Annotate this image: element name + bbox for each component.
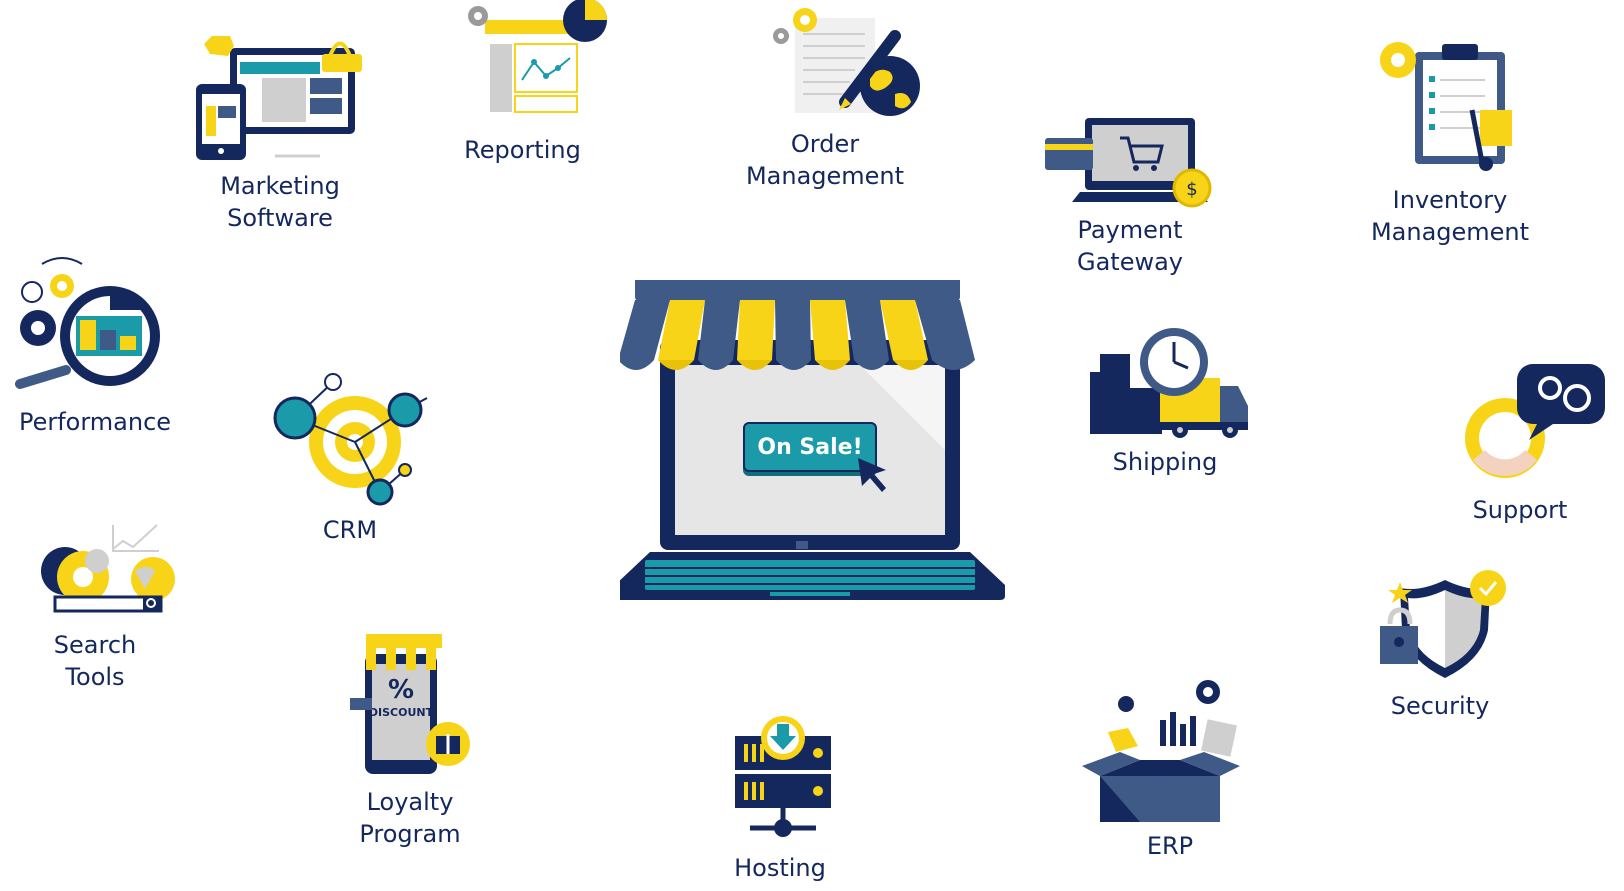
storefront-laptop: On Sale! bbox=[615, 275, 1040, 615]
node-label: Inventory Management bbox=[1370, 186, 1530, 246]
inventory-management-icon bbox=[1380, 42, 1512, 171]
node-label: Security bbox=[1390, 692, 1490, 720]
node-label: Shipping bbox=[1112, 448, 1218, 476]
loyalty-program-icon: % DISCOUNT bbox=[350, 634, 470, 774]
node-label: CRM bbox=[322, 516, 378, 544]
discount-caption: DISCOUNT bbox=[369, 706, 434, 719]
node-security: Security bbox=[1340, 570, 1540, 722]
storefront-laptop-icon bbox=[615, 275, 1005, 600]
node-reporting: Reporting bbox=[430, 0, 615, 166]
order-management-icon bbox=[773, 8, 920, 116]
node-label: Marketing Software bbox=[220, 172, 340, 232]
sale-badge[interactable]: On Sale! bbox=[743, 422, 877, 472]
node-marketing-software: Marketing Software bbox=[180, 26, 380, 234]
performance-icon bbox=[15, 257, 160, 389]
hosting-icon bbox=[735, 716, 831, 837]
node-label: Support bbox=[1472, 496, 1568, 524]
security-icon bbox=[1380, 570, 1506, 678]
node-label: Reporting bbox=[464, 136, 581, 164]
node-label: Loyalty Program bbox=[359, 788, 461, 848]
node-loyalty-program: % DISCOUNT Loyalty Program bbox=[310, 626, 510, 850]
node-label: ERP bbox=[1146, 832, 1194, 860]
node-search-tools: Search Tools bbox=[0, 505, 190, 693]
sale-badge-text: On Sale! bbox=[757, 434, 863, 460]
node-label: Performance bbox=[18, 408, 172, 436]
cursor-arrow-icon bbox=[858, 458, 886, 492]
node-shipping: Shipping bbox=[1070, 322, 1260, 478]
node-performance: Performance bbox=[0, 250, 190, 438]
node-label: Order Management bbox=[745, 130, 905, 190]
discount-percent: % bbox=[388, 675, 414, 705]
node-support: Support bbox=[1420, 360, 1620, 526]
crm-icon bbox=[273, 373, 428, 506]
svg-text:$: $ bbox=[1186, 179, 1197, 200]
payment-gateway-icon: $ bbox=[1045, 118, 1212, 208]
node-hosting: Hosting bbox=[680, 716, 880, 884]
node-label: Hosting bbox=[734, 854, 826, 882]
search-tools-icon bbox=[41, 524, 175, 613]
node-payment-gateway: $ Payment Gateway bbox=[1030, 110, 1230, 278]
support-icon bbox=[1465, 364, 1605, 478]
reporting-icon bbox=[468, 0, 607, 113]
marketing-software-icon bbox=[196, 36, 362, 160]
node-crm: CRM bbox=[260, 373, 440, 546]
node-label: Search Tools bbox=[53, 631, 137, 691]
shipping-icon bbox=[1090, 328, 1248, 438]
erp-icon bbox=[1082, 680, 1240, 822]
node-label: Payment Gateway bbox=[1076, 216, 1184, 276]
node-inventory-management: Inventory Management bbox=[1350, 30, 1550, 248]
node-erp: ERP bbox=[1070, 676, 1270, 862]
node-order-management: Order Management bbox=[725, 6, 925, 192]
